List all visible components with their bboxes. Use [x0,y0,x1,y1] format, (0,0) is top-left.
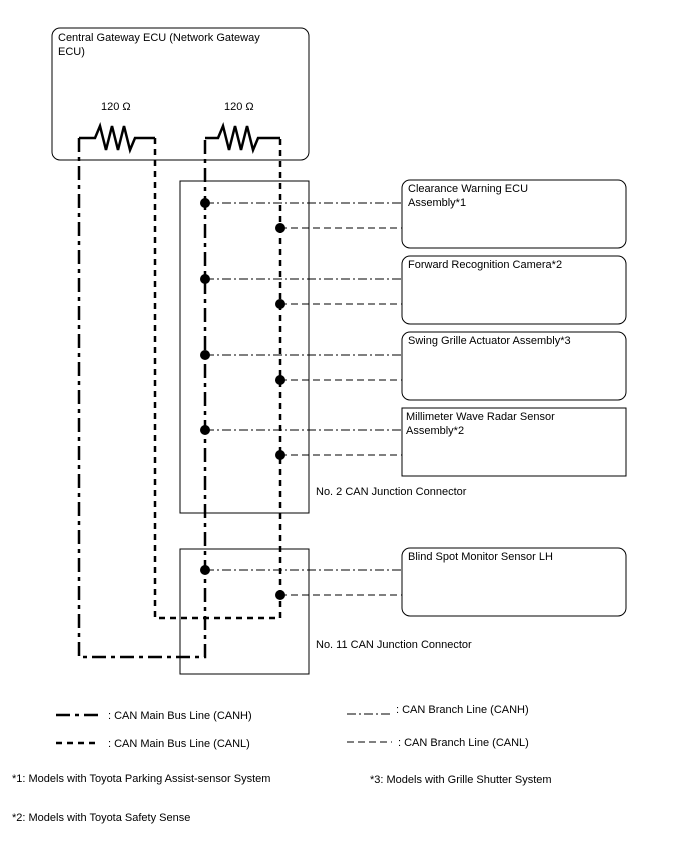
ecu-label-blind-spot-lh: Blind Spot Monitor Sensor LH [408,551,553,563]
ecu-box-swing-grille [401,331,627,401]
ecu-box-blind-spot-lh [401,547,627,617]
ecu-label-swing-grille: Swing Grille Actuator Assembly*3 [408,335,571,347]
branch-lines-canh [205,202,402,571]
resistor-right [205,122,280,154]
legend-branch-canh: : CAN Branch Line (CANH) [396,704,529,716]
junction-no2-box [179,180,310,514]
ecu-label-clearance-warning-2: Assembly*1 [408,197,466,209]
node-canl-5 [275,590,285,600]
node-canh-1 [200,198,210,208]
ecu-label-forward-camera: Forward Recognition Camera*2 [408,259,562,271]
footnote-2: *2: Models with Toyota Safety Sense [12,812,190,824]
ecu-label-millimeter-radar-1: Millimeter Wave Radar Sensor [406,411,555,423]
gateway-ecu-label-line1: Central Gateway ECU (Network Gateway [58,32,260,44]
node-canh-5 [200,565,210,575]
node-canl-1 [275,223,285,233]
main-bus-canl [153,138,282,620]
legend-branch-canl: : CAN Branch Line (CANL) [398,737,529,749]
resistor-right-label: 120 Ω [224,101,254,113]
branch-lines-canl [280,227,402,596]
resistor-left-label: 120 Ω [101,101,131,113]
ecu-label-millimeter-radar-2: Assembly*2 [406,425,464,437]
node-canh-2 [200,274,210,284]
node-canl-2 [275,299,285,309]
junction-no11-box [179,548,310,675]
resistor-left [79,122,155,154]
footnote-1: *1: Models with Toyota Parking Assist-se… [12,773,270,785]
node-canh-4 [200,425,210,435]
junction-no11-label: No. 11 CAN Junction Connector [316,639,472,651]
main-bus-canh [77,138,207,659]
ecu-box-forward-camera [401,255,627,325]
ecu-box-clearance-warning [401,179,627,249]
junction-no2-label: No. 2 CAN Junction Connector [316,486,467,498]
node-canl-3 [275,375,285,385]
gateway-ecu-box [51,27,310,161]
junction-dots [200,198,285,600]
node-canh-3 [200,350,210,360]
gateway-ecu-label-line2: ECU) [58,46,85,58]
legend-main-canh: : CAN Main Bus Line (CANH) [108,710,252,722]
footnote-3: *3: Models with Grille Shutter System [370,774,552,786]
ecu-label-clearance-warning-1: Clearance Warning ECU [408,183,528,195]
node-canl-4 [275,450,285,460]
ecu-box-millimeter-radar [401,407,627,477]
legend-main-canl: : CAN Main Bus Line (CANL) [108,738,250,750]
